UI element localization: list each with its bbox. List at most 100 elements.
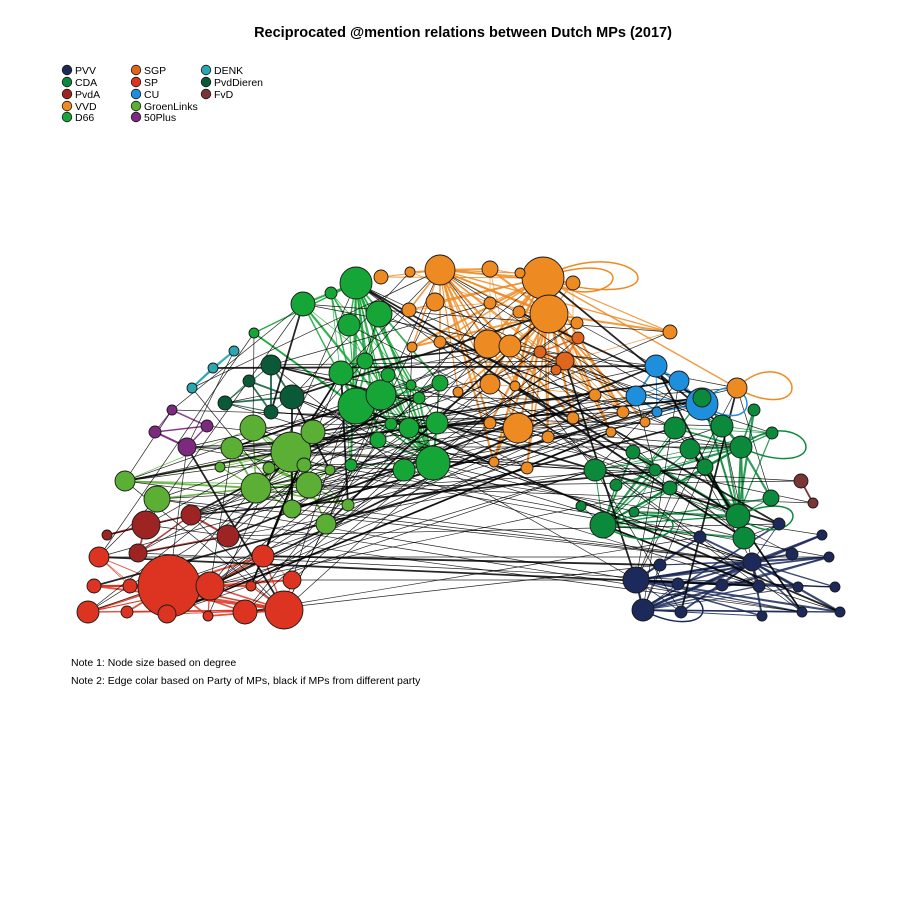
edge xyxy=(224,402,272,413)
mp-node xyxy=(710,414,734,438)
mp-node xyxy=(344,458,358,472)
mp-node xyxy=(756,610,768,622)
legend-item: CU xyxy=(130,88,159,101)
edge xyxy=(548,312,671,334)
edge xyxy=(509,345,637,397)
mp-node xyxy=(565,275,581,291)
edge xyxy=(270,364,405,471)
edge xyxy=(98,462,434,558)
notes: Note 1: Node size based on degree Note 2… xyxy=(71,657,421,687)
mp-node xyxy=(725,503,751,529)
mp-node xyxy=(398,417,420,439)
mp-node xyxy=(628,506,640,518)
mp-node xyxy=(214,461,226,473)
edge xyxy=(302,303,357,407)
mp-node xyxy=(180,504,202,526)
edge xyxy=(489,383,803,613)
mp-node xyxy=(415,445,451,481)
mp-node xyxy=(653,558,667,572)
edge xyxy=(737,432,773,517)
edge xyxy=(436,422,528,469)
mp-node xyxy=(639,416,651,428)
self-loop-edge xyxy=(642,593,704,623)
edge xyxy=(355,282,760,587)
mp-node xyxy=(380,367,396,383)
self-loop-edge xyxy=(542,261,639,291)
edge xyxy=(154,425,208,433)
legend-label: DENK xyxy=(214,65,243,77)
edge xyxy=(736,409,756,517)
edge xyxy=(387,374,739,517)
mp-node xyxy=(404,266,416,278)
legend-swatch xyxy=(200,64,212,76)
edge xyxy=(635,556,830,581)
legend-item: PvdDieren xyxy=(200,76,263,89)
mp-node xyxy=(239,414,267,442)
mp-node xyxy=(834,606,846,618)
mp-node xyxy=(533,345,547,359)
mp-node xyxy=(157,604,177,624)
legend-swatch xyxy=(130,64,142,76)
edge xyxy=(137,514,192,554)
edge xyxy=(270,302,491,366)
mp-node xyxy=(583,458,607,482)
mp-node xyxy=(570,316,584,330)
legend-label: GroenLinks xyxy=(144,101,198,113)
edge xyxy=(509,345,745,539)
edge xyxy=(602,524,760,587)
mp-node xyxy=(651,406,663,418)
edge xyxy=(439,341,676,429)
mp-node xyxy=(616,405,630,419)
legend-item: VVD xyxy=(61,100,97,113)
mp-node xyxy=(622,566,650,594)
self-loop-edge xyxy=(737,505,794,531)
mp-node xyxy=(589,511,617,539)
mp-node xyxy=(365,379,397,411)
edge xyxy=(635,469,656,581)
edge xyxy=(244,536,701,613)
edge xyxy=(699,536,753,563)
mp-node xyxy=(401,302,417,318)
mp-node xyxy=(520,461,534,475)
mp-node xyxy=(263,404,279,420)
edge xyxy=(166,431,612,615)
edge xyxy=(439,269,459,393)
mp-node xyxy=(732,526,756,550)
mp-node xyxy=(216,524,240,548)
mp-node xyxy=(365,300,393,328)
mp-node xyxy=(232,599,258,625)
legend-swatch xyxy=(130,76,142,88)
mp-node xyxy=(177,437,197,457)
mp-node xyxy=(726,377,748,399)
mp-node xyxy=(324,464,336,476)
edge xyxy=(291,396,434,464)
mp-node xyxy=(631,598,655,622)
mp-node xyxy=(300,419,326,445)
mp-node xyxy=(663,416,687,440)
legend-swatch xyxy=(61,64,73,76)
mp-node xyxy=(86,578,102,594)
edge xyxy=(191,269,441,389)
edge xyxy=(403,469,823,536)
mp-node xyxy=(762,489,780,507)
mp-node xyxy=(452,386,464,398)
legend-item: SGP xyxy=(130,64,166,77)
legend-item: FvD xyxy=(200,88,234,101)
mp-node xyxy=(816,529,828,541)
self-loop-edge xyxy=(736,371,793,401)
mp-node xyxy=(479,373,501,395)
legend-item: GroenLinks xyxy=(130,100,198,113)
mp-node xyxy=(541,430,555,444)
edge xyxy=(325,439,379,525)
mp-node xyxy=(296,457,312,473)
mp-node xyxy=(412,391,426,405)
edge xyxy=(736,387,772,499)
edge xyxy=(594,380,680,471)
mp-node xyxy=(337,313,361,337)
mp-node xyxy=(200,419,214,433)
edge xyxy=(633,446,742,513)
edge xyxy=(526,313,550,469)
edge xyxy=(642,425,723,611)
mp-node xyxy=(282,570,302,590)
edge xyxy=(355,405,841,613)
